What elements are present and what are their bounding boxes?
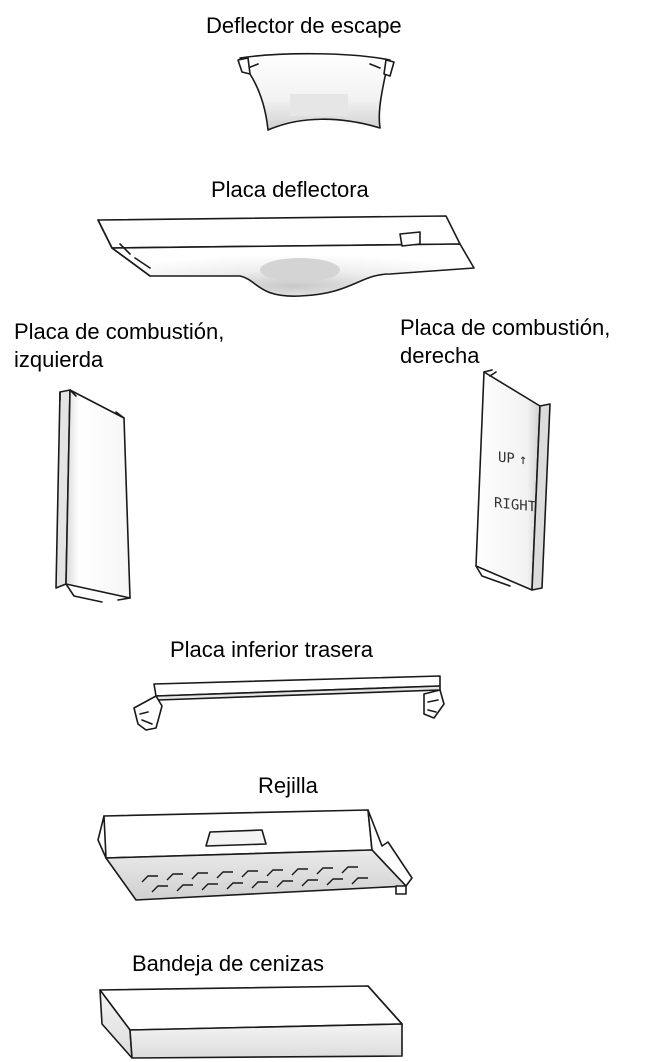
burn-plate-left-label-line1: Placa de combustión, bbox=[14, 319, 225, 344]
exhaust-deflector-label: Deflector de escape bbox=[206, 13, 402, 38]
burn-plate-left-illustration bbox=[46, 388, 136, 608]
grate-label: Rejilla bbox=[258, 773, 318, 798]
burn-plate-right-stamp: UP↑ RIGHT bbox=[492, 449, 552, 545]
up-arrow-icon: ↑ bbox=[518, 451, 528, 469]
baffle-plate-label: Placa deflectora bbox=[211, 177, 369, 202]
rear-bottom-plate-illustration bbox=[128, 668, 448, 738]
burn-plate-right-illustration bbox=[470, 366, 560, 596]
burn-plate-left-label-line2: izquierda bbox=[14, 346, 104, 372]
baffle-plate-illustration bbox=[90, 210, 480, 300]
stamp-up-text: UP↑ bbox=[498, 449, 528, 469]
ash-pan-illustration bbox=[96, 984, 406, 1060]
burn-plate-right-label-line2: derecha bbox=[400, 342, 480, 368]
ash-pan-label: Bandeja de cenizas bbox=[132, 951, 325, 976]
grate-illustration bbox=[92, 806, 422, 918]
burn-plate-left-label: Placa de combustión, izquierda bbox=[14, 318, 224, 373]
burn-plate-right-label: Placa de combustión, derecha bbox=[400, 314, 610, 369]
stamp-right-text: RIGHT bbox=[494, 495, 537, 516]
burn-plate-right-label-line1: Placa de combustión, bbox=[400, 315, 611, 340]
rear-bottom-plate-label: Placa inferior trasera bbox=[170, 637, 373, 662]
exhaust-deflector-illustration bbox=[230, 50, 400, 140]
